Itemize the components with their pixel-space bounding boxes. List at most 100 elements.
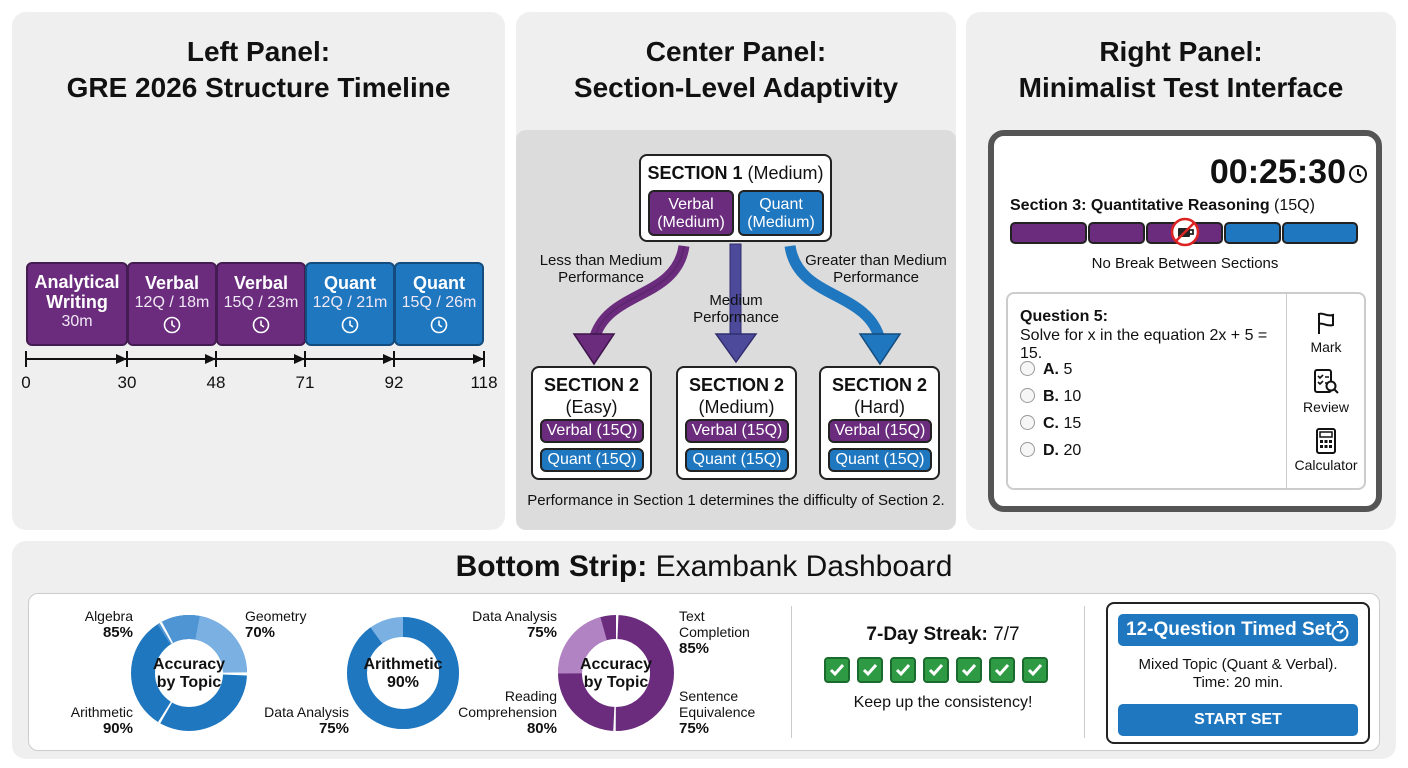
calculator-button[interactable]: Calculator bbox=[1288, 428, 1364, 473]
radio-icon[interactable] bbox=[1020, 361, 1035, 376]
timeline-block-verbal-2: Verbal 15Q / 23m bbox=[216, 262, 306, 346]
accuracy-donut-1 bbox=[131, 615, 247, 731]
block-detail: 12Q / 18m bbox=[134, 294, 210, 311]
clock-icon bbox=[341, 316, 359, 334]
timeline-tick-label: 92 bbox=[384, 373, 404, 392]
left-panel: Left Panel: GRE 2026 Structure Timeline … bbox=[12, 12, 505, 530]
block-name: Writing bbox=[46, 292, 108, 312]
review-button[interactable]: Review bbox=[1288, 368, 1364, 415]
donut-1-center-label: Accuracy by Topic bbox=[152, 656, 226, 691]
checkmark-icon bbox=[928, 664, 944, 677]
section-2-hard-box: SECTION 2 (Hard) Verbal (15Q) Quant (15Q… bbox=[819, 366, 940, 480]
block-name: Verbal bbox=[144, 273, 200, 293]
bottom-strip-title: Bottom Strip: Exambank Dashboard bbox=[12, 549, 1396, 585]
question-text: Solve for x in the equation 2x + 5 = 15. bbox=[1020, 327, 1268, 362]
topic-name: Text Completion bbox=[679, 608, 750, 640]
progress-segment bbox=[1010, 222, 1087, 244]
block-detail: 12Q / 21m bbox=[312, 294, 388, 311]
checkmark-icon bbox=[862, 664, 878, 677]
left-panel-title: Left Panel: GRE 2026 Structure Timeline bbox=[12, 34, 505, 106]
progress-segment bbox=[1224, 222, 1281, 244]
topic-value: 75% bbox=[318, 720, 349, 737]
block-detail: 30m bbox=[61, 313, 93, 330]
timed-set-card: 12-Question Timed Set Mixed Topic (Quant… bbox=[1106, 602, 1370, 744]
start-set-button[interactable]: START SET bbox=[1118, 704, 1358, 736]
question-card: Question 5: Solve for x in the equation … bbox=[1006, 292, 1366, 490]
radio-icon[interactable] bbox=[1020, 415, 1035, 430]
right-panel-title-line1: Right Panel: bbox=[1099, 36, 1263, 67]
timeline-block-quant-1: Quant 12Q / 21m bbox=[305, 262, 395, 346]
block-detail: 15Q / 23m bbox=[223, 294, 299, 311]
streak-message: Keep up the consistency! bbox=[853, 694, 1033, 711]
section-2-medium-box: SECTION 2 (Medium) Verbal (15Q) Quant (1… bbox=[676, 366, 797, 480]
timer-display: 00:25:30 bbox=[1209, 153, 1346, 191]
section-2-level: (Medium) bbox=[698, 397, 775, 417]
option-letter: D. bbox=[1043, 442, 1059, 459]
checkmark-icon bbox=[961, 664, 977, 677]
review-label: Review bbox=[1303, 399, 1349, 415]
timed-set-description-line1: Mixed Topic (Quant & Verbal). bbox=[1138, 656, 1338, 673]
section-label: Section 3: Quantitative Reasoning (15Q) bbox=[1010, 196, 1315, 216]
timeline-block-quant-2: Quant 15Q / 26m bbox=[394, 262, 484, 346]
section-2-easy-box: SECTION 2 (Easy) Verbal (15Q) Quant (15Q… bbox=[531, 366, 652, 480]
answer-option-d[interactable]: D. 20 bbox=[1020, 442, 1081, 460]
bottom-strip-title-bold: Bottom Strip: bbox=[455, 550, 648, 583]
stopwatch-icon bbox=[1331, 621, 1349, 642]
option-value: 15 bbox=[1063, 415, 1082, 432]
path-label-medium: Medium Performance bbox=[693, 292, 779, 326]
radio-icon[interactable] bbox=[1020, 442, 1035, 457]
checkmark-icon bbox=[895, 664, 911, 677]
bottom-strip-title-rest: Exambank Dashboard bbox=[647, 550, 953, 583]
section-2-title: SECTION 2 bbox=[543, 375, 640, 395]
left-panel-title-line2: GRE 2026 Structure Timeline bbox=[66, 72, 451, 103]
donut-3-center-label: Accuracy by Topic bbox=[579, 656, 653, 691]
section-2-title: SECTION 2 bbox=[688, 375, 785, 395]
right-panel-title: Right Panel: Minimalist Test Interface bbox=[966, 34, 1396, 106]
answer-option-c[interactable]: C. 15 bbox=[1020, 415, 1081, 433]
path-label-greater: Greater than Medium Performance bbox=[805, 252, 947, 286]
streak-day-check bbox=[824, 657, 850, 683]
section-label-count: (15Q) bbox=[1269, 197, 1315, 214]
section-2-verbal-pill: Verbal (15Q) bbox=[828, 419, 932, 443]
option-value: 10 bbox=[1063, 388, 1082, 405]
topic-name: Geometry bbox=[245, 608, 307, 624]
topic-value: 85% bbox=[102, 624, 133, 641]
timed-set-title: 12-Question Timed Set bbox=[1126, 619, 1332, 640]
center-panel-title: Center Panel: Section-Level Adaptivity bbox=[516, 34, 956, 106]
section-1-verbal-pill: Verbal (Medium) bbox=[648, 190, 734, 236]
section-1-title: SECTION 1 (Medium) bbox=[641, 162, 830, 184]
checkmark-icon bbox=[829, 664, 845, 677]
timeline-tick-label: 0 bbox=[21, 373, 31, 392]
section-2-verbal-pill: Verbal (15Q) bbox=[540, 419, 644, 443]
checkmark-icon bbox=[994, 664, 1010, 677]
block-name: Quant bbox=[324, 273, 376, 293]
section-1-title-bold: SECTION 1 bbox=[647, 163, 743, 183]
block-name: Verbal bbox=[233, 273, 289, 293]
question-title: Question 5: bbox=[1020, 308, 1109, 325]
clock-icon bbox=[252, 316, 270, 334]
timeline-block-verbal-1: Verbal 12Q / 18m bbox=[127, 262, 217, 346]
right-panel: Right Panel: Minimalist Test Interface 0… bbox=[966, 12, 1396, 530]
flag-icon bbox=[1318, 312, 1334, 334]
timeline-tick-label: 30 bbox=[117, 373, 137, 392]
review-icon bbox=[1314, 369, 1339, 394]
mark-button[interactable]: Mark bbox=[1288, 310, 1364, 355]
section-2-level: (Hard) bbox=[853, 397, 905, 417]
radio-icon[interactable] bbox=[1020, 388, 1035, 403]
option-value: 20 bbox=[1063, 442, 1082, 459]
block-name: Quant bbox=[413, 273, 465, 293]
answer-option-a[interactable]: A. 5 bbox=[1020, 361, 1072, 379]
accuracy-donut-3 bbox=[558, 615, 674, 731]
streak-label: 7-Day Streak: bbox=[866, 624, 988, 645]
answer-option-b[interactable]: B. 10 bbox=[1020, 388, 1081, 406]
section-label-name: Section 3: Quantitative Reasoning bbox=[1010, 197, 1270, 214]
topic-name: Arithmetic bbox=[70, 704, 133, 720]
section-1-title-level: (Medium) bbox=[742, 163, 824, 183]
timed-set-description: Mixed Topic (Quant & Verbal). Time: 20 m… bbox=[1108, 656, 1368, 692]
